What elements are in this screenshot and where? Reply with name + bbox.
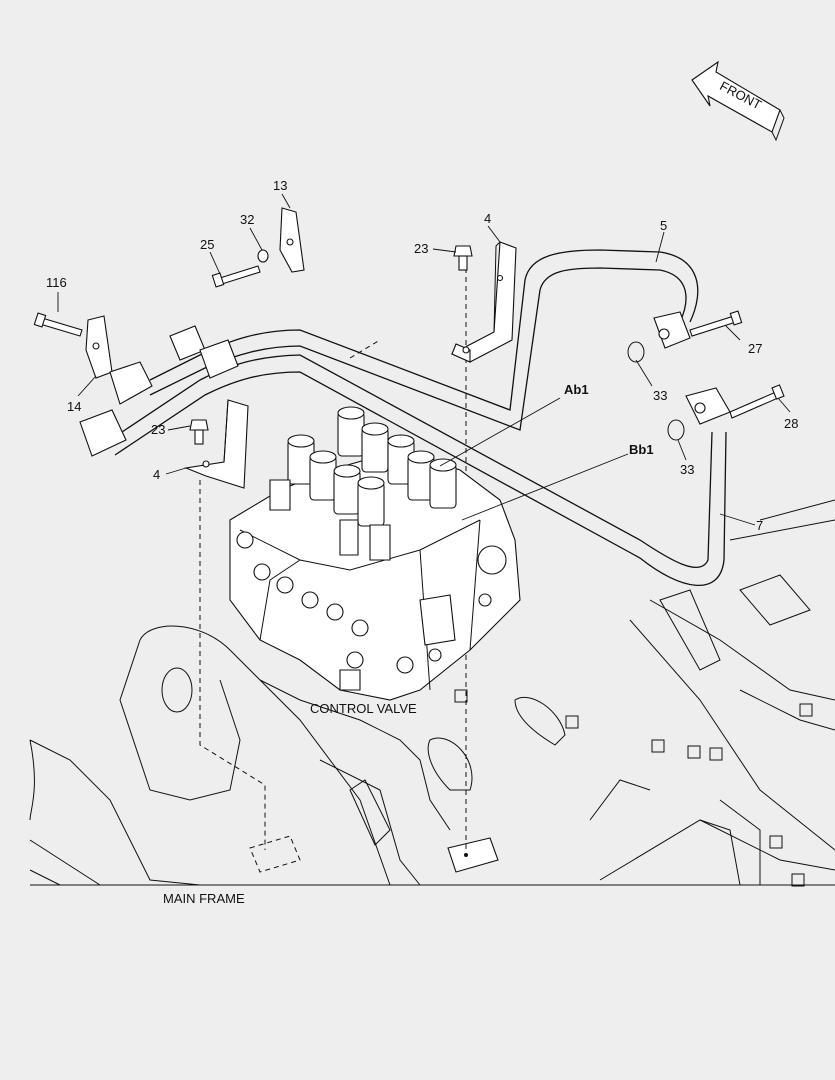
bolt-23-lower bbox=[189, 419, 209, 445]
callout-7: 7 bbox=[756, 518, 763, 533]
bolt-23-upper bbox=[453, 245, 473, 271]
callout-27: 27 bbox=[748, 341, 762, 356]
bolt-27 bbox=[689, 310, 743, 337]
callout-ab1: Ab1 bbox=[564, 382, 589, 397]
callout-33-lower: 33 bbox=[680, 462, 694, 477]
control-valve-label: CONTROL VALVE bbox=[310, 701, 417, 716]
callout-33-upper: 33 bbox=[653, 388, 667, 403]
leader-lines bbox=[57, 193, 791, 526]
callout-4-upper: 4 bbox=[484, 211, 491, 226]
bolt-28 bbox=[729, 384, 785, 419]
callout-13: 13 bbox=[273, 178, 287, 193]
callout-23-upper: 23 bbox=[414, 241, 428, 256]
callout-bb1: Bb1 bbox=[629, 442, 654, 457]
callout-32: 32 bbox=[240, 212, 254, 227]
main-frame-structure bbox=[29, 499, 835, 887]
bolt-25 bbox=[211, 265, 261, 288]
pipe-flanges-right bbox=[653, 311, 731, 425]
callout-28: 28 bbox=[784, 416, 798, 431]
bracket-4-lower bbox=[183, 399, 249, 489]
bolt-116 bbox=[33, 312, 83, 337]
pipe-flanges-left bbox=[79, 325, 239, 457]
clamp-14 bbox=[85, 315, 113, 379]
callout-14: 14 bbox=[67, 399, 81, 414]
projection-lines bbox=[199, 268, 467, 873]
pipe-5 bbox=[149, 249, 699, 431]
o-rings-33 bbox=[627, 341, 685, 441]
front-direction-arrow: FRONT bbox=[691, 60, 785, 142]
main-frame-label: MAIN FRAME bbox=[163, 891, 245, 906]
callout-5: 5 bbox=[660, 218, 667, 233]
control-valve bbox=[229, 406, 521, 701]
callout-23-lower: 23 bbox=[151, 422, 165, 437]
clamp-13 bbox=[279, 207, 305, 273]
callout-4-lower: 4 bbox=[153, 467, 160, 482]
callout-116: 116 bbox=[46, 275, 67, 290]
bracket-4-upper bbox=[450, 241, 517, 363]
callout-25: 25 bbox=[200, 237, 214, 252]
washer-32 bbox=[257, 249, 269, 263]
